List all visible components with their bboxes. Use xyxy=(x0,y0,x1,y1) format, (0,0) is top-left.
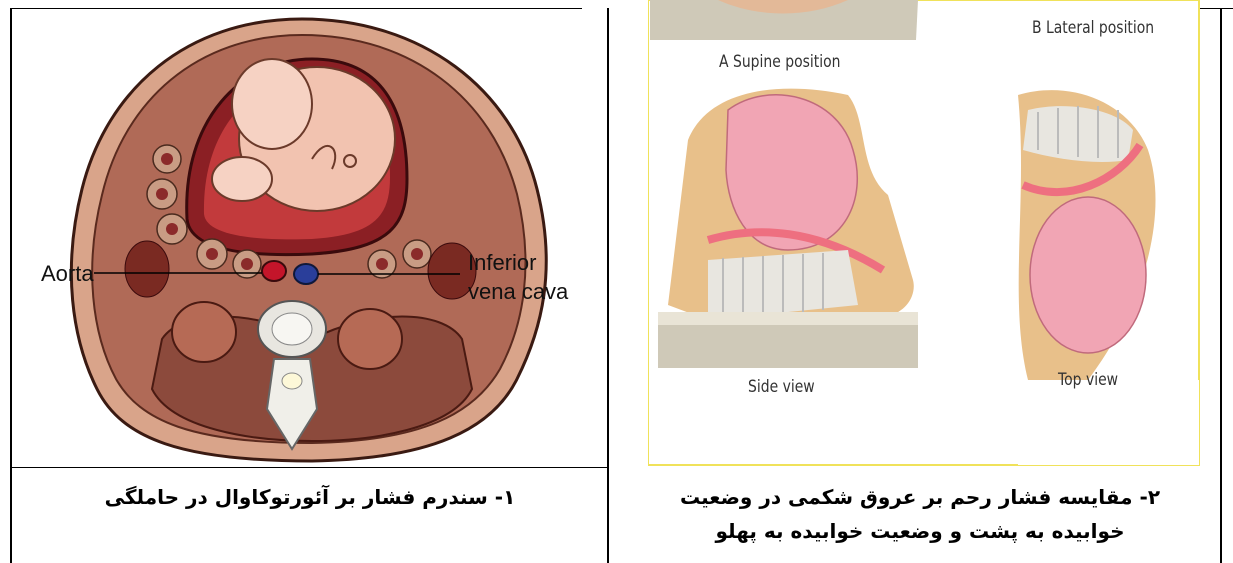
table-middle-border xyxy=(607,8,609,563)
figure-2-caption-line2: خوابیده به پشت و وضعیت خوابیده به پهلو xyxy=(640,516,1200,546)
side-view-label: Side view xyxy=(748,377,815,397)
figure-2-caption-line1: ۲- مقایسه فشار رحم بر عروق شکمی در وضعیت xyxy=(640,482,1200,512)
cross-section-illustration xyxy=(12,9,606,467)
top-view-label: Top view xyxy=(1058,370,1118,390)
figure-1-caption: ۱- سندرم فشار بر آئورتوکاوال در حاملگی xyxy=(60,482,560,512)
table-top-border-right xyxy=(1195,8,1233,9)
inferior-vena-cava-label-line1: Inferior xyxy=(468,250,536,276)
inferior-vena-cava-label-line2: vena cava xyxy=(468,279,568,305)
uterine-compression-comparison-figure: A Supine position B Lateral position Sid… xyxy=(648,0,1200,466)
left-cell-bottom-border xyxy=(10,467,607,468)
table-right-border xyxy=(1220,8,1222,563)
aortocaval-cross-section-figure: Aorta Inferior vena cava xyxy=(12,9,606,467)
supine-position-label: A Supine position xyxy=(719,52,840,72)
lateral-position-label: B Lateral position xyxy=(1032,18,1154,38)
aorta-label: Aorta xyxy=(41,261,94,287)
